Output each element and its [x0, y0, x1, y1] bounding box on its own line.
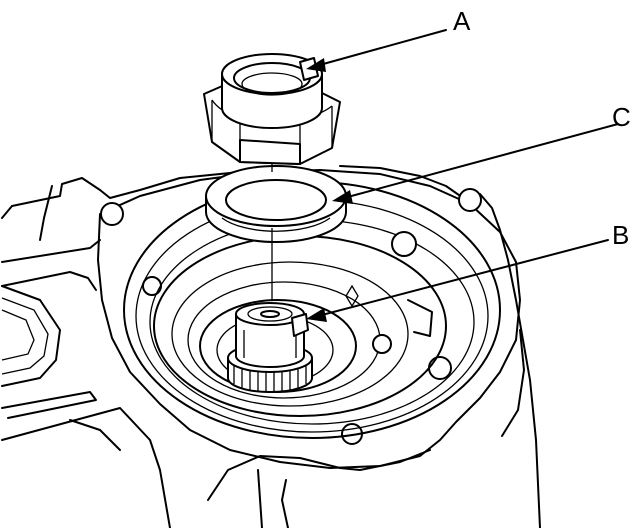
washer-c [205, 165, 347, 243]
nut-a [203, 53, 341, 165]
bolt-hole [458, 188, 482, 212]
cover-flange [97, 169, 521, 469]
leader-b [306, 239, 609, 322]
callout-label-b: B [612, 220, 629, 250]
callout-label-a: A [453, 6, 471, 36]
port [391, 231, 417, 257]
leader-a [306, 29, 447, 72]
leader-c [332, 123, 619, 204]
callout-label-c: C [612, 102, 631, 132]
bolt-hole [100, 202, 124, 226]
bolt-hole [428, 356, 452, 380]
shaft-b [227, 302, 313, 393]
port [372, 334, 392, 354]
housing [1, 165, 541, 528]
bolt-hole [142, 276, 162, 296]
